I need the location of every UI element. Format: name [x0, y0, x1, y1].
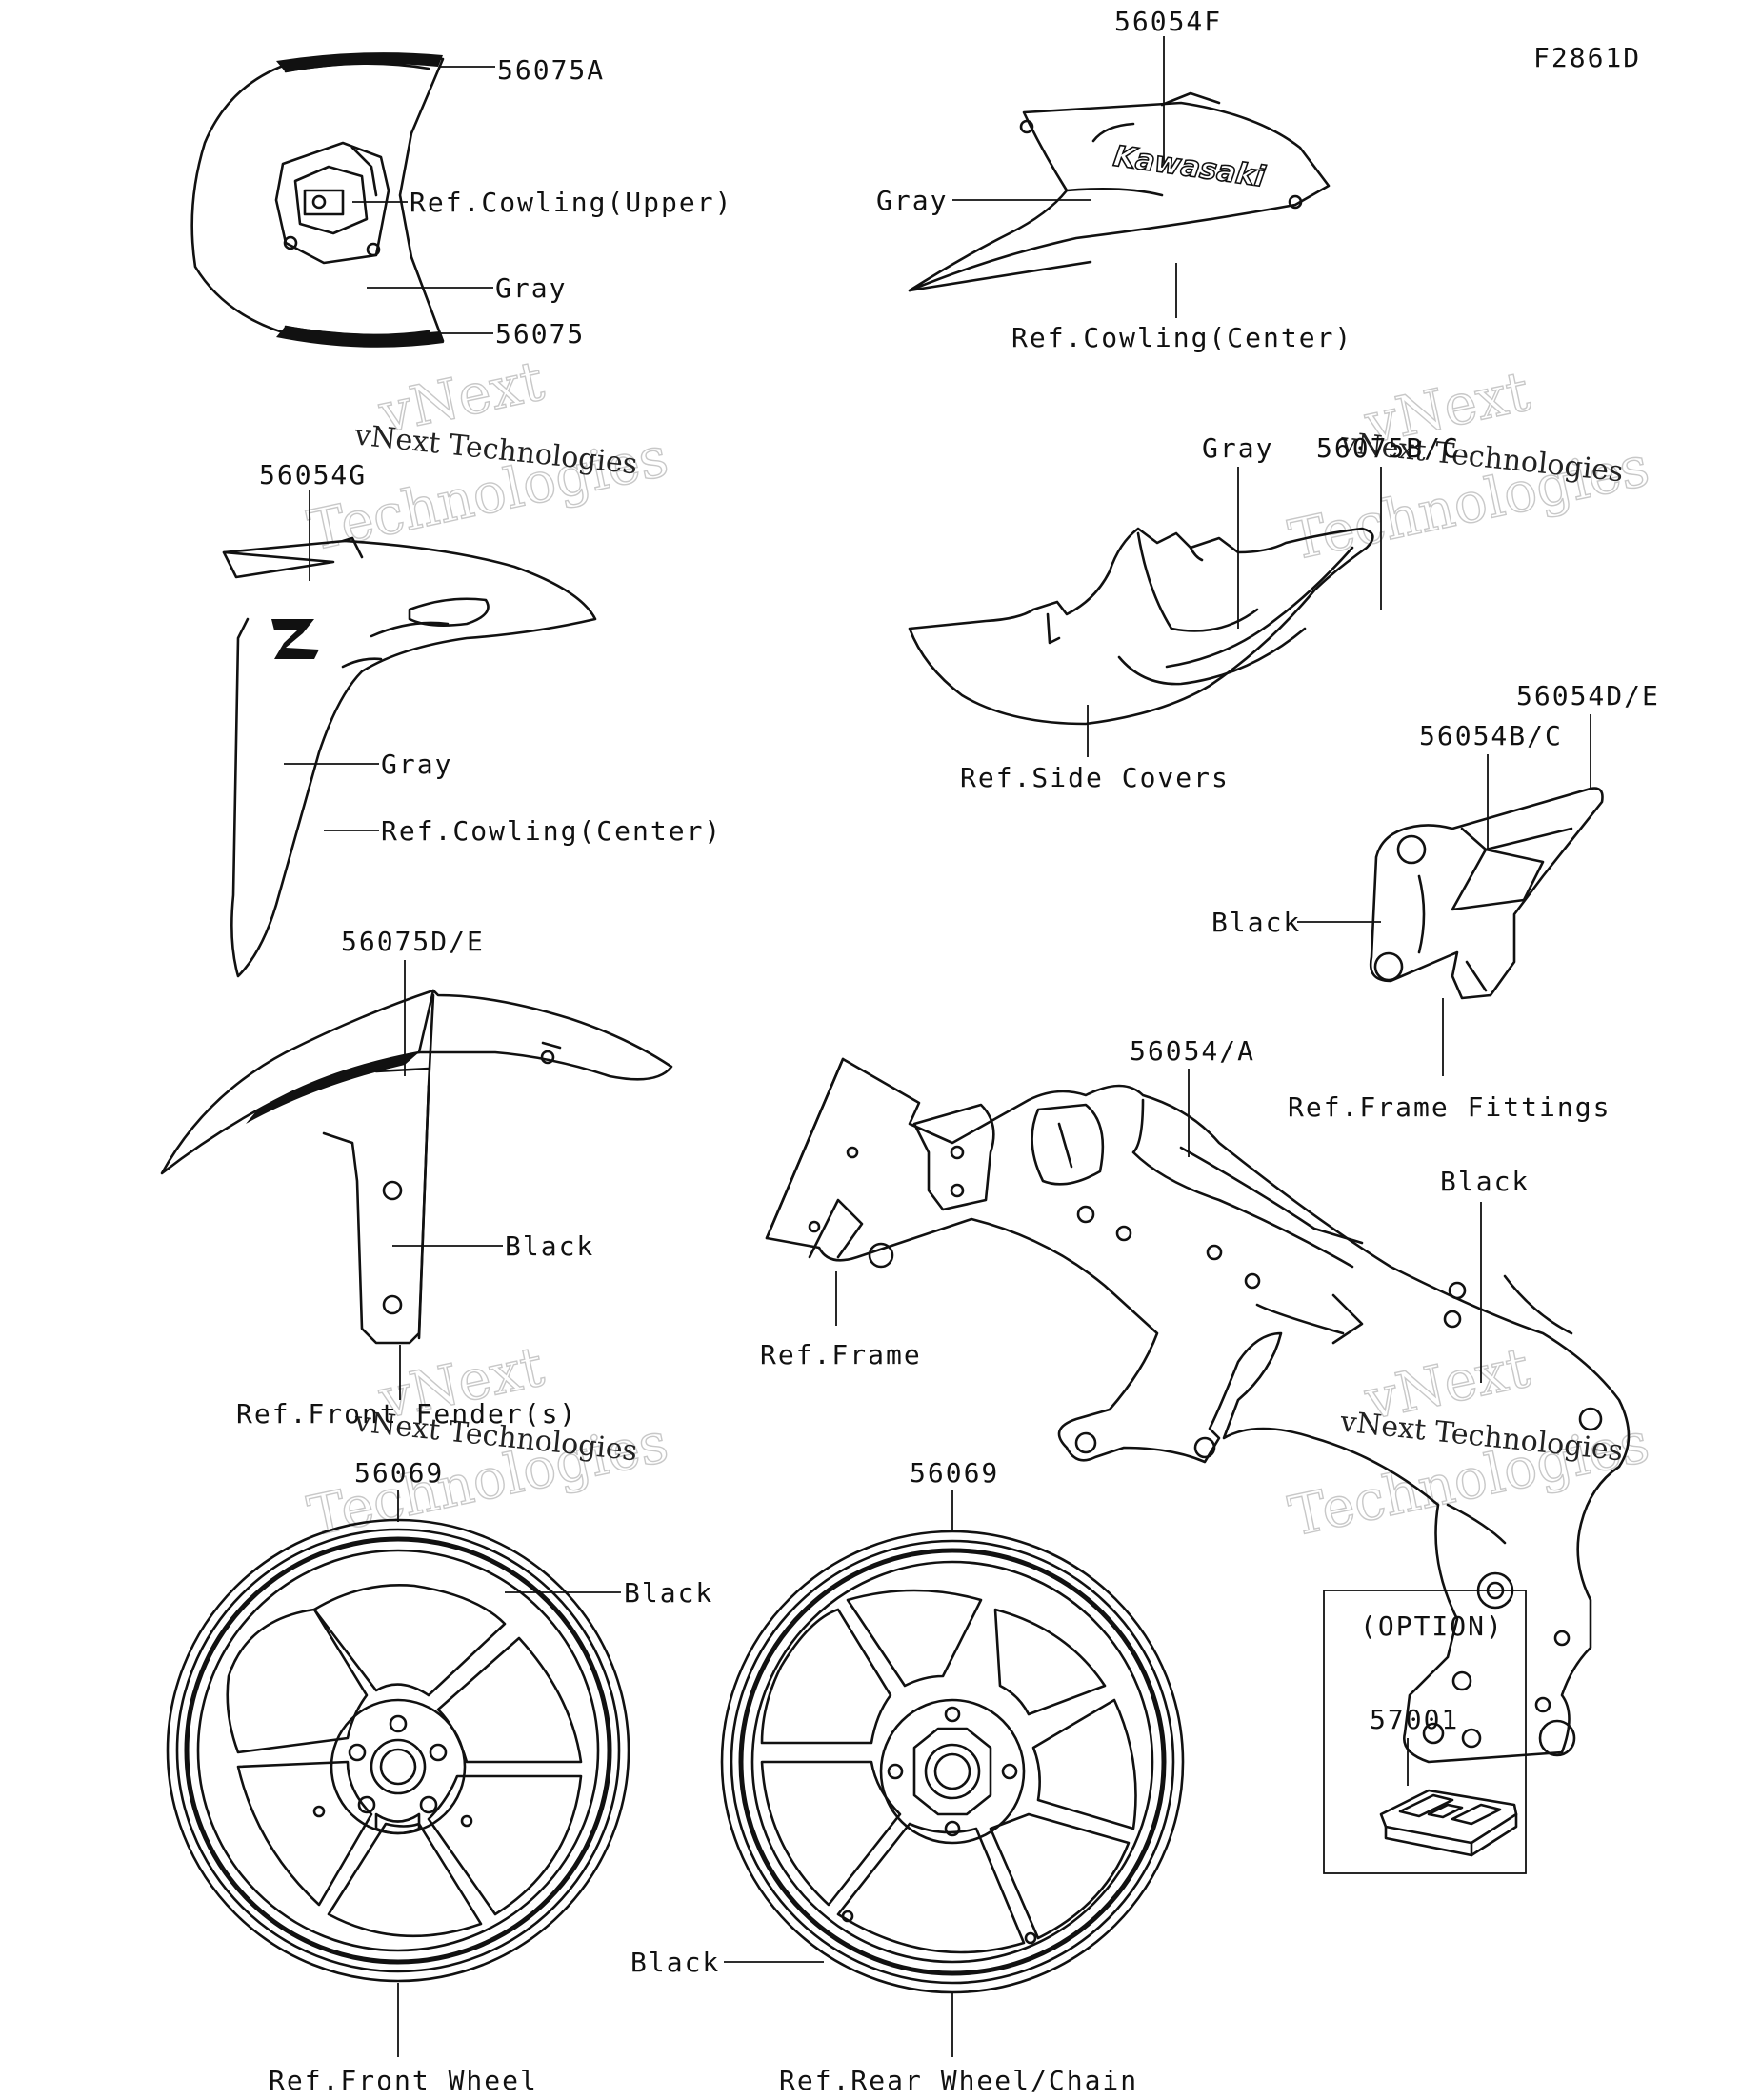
label-black-frame-fitting: Black — [1211, 907, 1301, 938]
option-part-57001-drawing — [1379, 1789, 1518, 1857]
option-box: (OPTION) 57001 — [1323, 1590, 1527, 1874]
side-covers-callouts: Gray 56075B/C Ref.Side Covers — [960, 432, 1460, 793]
label-ref-front-fenders: Ref.Front Fender(s) — [236, 1398, 577, 1430]
label-ref-frame-fittings: Ref.Frame Fittings — [1288, 1091, 1611, 1123]
center-cowling-left-drawing — [222, 536, 597, 978]
label-56054B-C: 56054B/C — [1419, 720, 1563, 751]
label-gray-side-cowling: Gray — [381, 749, 452, 780]
center-cowling-right-callouts: 56054F Gray Ref.Cowling(Center) — [876, 6, 1352, 353]
label-56069-rear: 56069 — [910, 1457, 999, 1489]
figure-code: F2861D — [1533, 42, 1641, 73]
center-cowling-left-callouts: 56054G Gray Ref.Cowling(Center) — [259, 459, 722, 847]
frame-fitting-callouts: 56054D/E 56054B/C Black Ref.Frame Fittin… — [1211, 680, 1660, 1123]
label-gray-center-cowling: Gray — [876, 185, 948, 216]
frame-callouts: 56054/A Black Ref.Frame — [760, 1035, 1530, 1383]
label-56075: 56075 — [495, 318, 585, 350]
label-ref-cowling-center-2: Ref.Cowling(Center) — [381, 815, 722, 847]
label-56054-A: 56054/A — [1130, 1035, 1255, 1067]
frame-drawing — [765, 1057, 1631, 1764]
label-56054D-E: 56054D/E — [1516, 680, 1660, 711]
label-56054F: 56054F — [1114, 6, 1222, 37]
label-ref-cowling-center-1: Ref.Cowling(Center) — [1011, 322, 1352, 353]
label-black-front-wheel: Black — [624, 1577, 713, 1609]
rear-wheel-callouts: 56069 Black Ref.Rear Wheel/Chain — [630, 1457, 1138, 2096]
label-57001: 57001 — [1370, 1704, 1459, 1735]
side-covers-drawing — [908, 527, 1374, 726]
upper-cowling-callouts: 56075A Ref.Cowling(Upper) Gray 56075 — [352, 54, 732, 350]
label-56075B-C: 56075B/C — [1316, 432, 1460, 464]
label-ref-front-wheel: Ref.Front Wheel — [269, 2065, 538, 2096]
watermark-top-left: vNext Technologies vNext Technologies — [302, 348, 674, 564]
option-box-frame — [1323, 1590, 1527, 1874]
label-gray-upper-cowling: Gray — [495, 272, 567, 304]
rear-wheel-drawing — [720, 1530, 1185, 1994]
frame-fitting-drawing — [1369, 787, 1604, 1000]
center-cowling-right-drawing: Kawasaki — [908, 91, 1331, 292]
label-black-rear-wheel: Black — [630, 1947, 720, 1978]
label-black-frame: Black — [1440, 1166, 1530, 1197]
label-option: (OPTION) — [1360, 1610, 1504, 1642]
watermark-top-right: vNext Technologies vNext Technologies — [1283, 358, 1655, 573]
label-56075D-E: 56075D/E — [341, 926, 485, 957]
watermark-bottom-left: vNext Technologies vNext Technologies — [302, 1333, 674, 1550]
kawasaki-decal-text: Kawasaki — [1111, 140, 1268, 194]
front-fender-callouts: 56075D/E Black Ref.Front Fender(s) — [236, 926, 594, 1430]
label-ref-cowling-upper: Ref.Cowling(Upper) — [410, 187, 732, 218]
upper-cowling-drawing — [190, 52, 445, 348]
label-ref-side-covers: Ref.Side Covers — [960, 762, 1230, 793]
label-ref-rear-wheel-chain: Ref.Rear Wheel/Chain — [779, 2065, 1138, 2096]
front-fender-drawing — [160, 989, 673, 1345]
label-56075A: 56075A — [497, 54, 605, 86]
label-ref-frame: Ref.Frame — [760, 1339, 922, 1370]
label-56069-front: 56069 — [354, 1457, 444, 1489]
front-wheel-drawing — [166, 1518, 630, 1983]
label-black-fender: Black — [505, 1230, 594, 1262]
label-56054G: 56054G — [259, 459, 367, 490]
label-gray-side-covers: Gray — [1202, 432, 1273, 464]
front-wheel-callouts: 56069 Black Ref.Front Wheel — [269, 1457, 713, 2096]
